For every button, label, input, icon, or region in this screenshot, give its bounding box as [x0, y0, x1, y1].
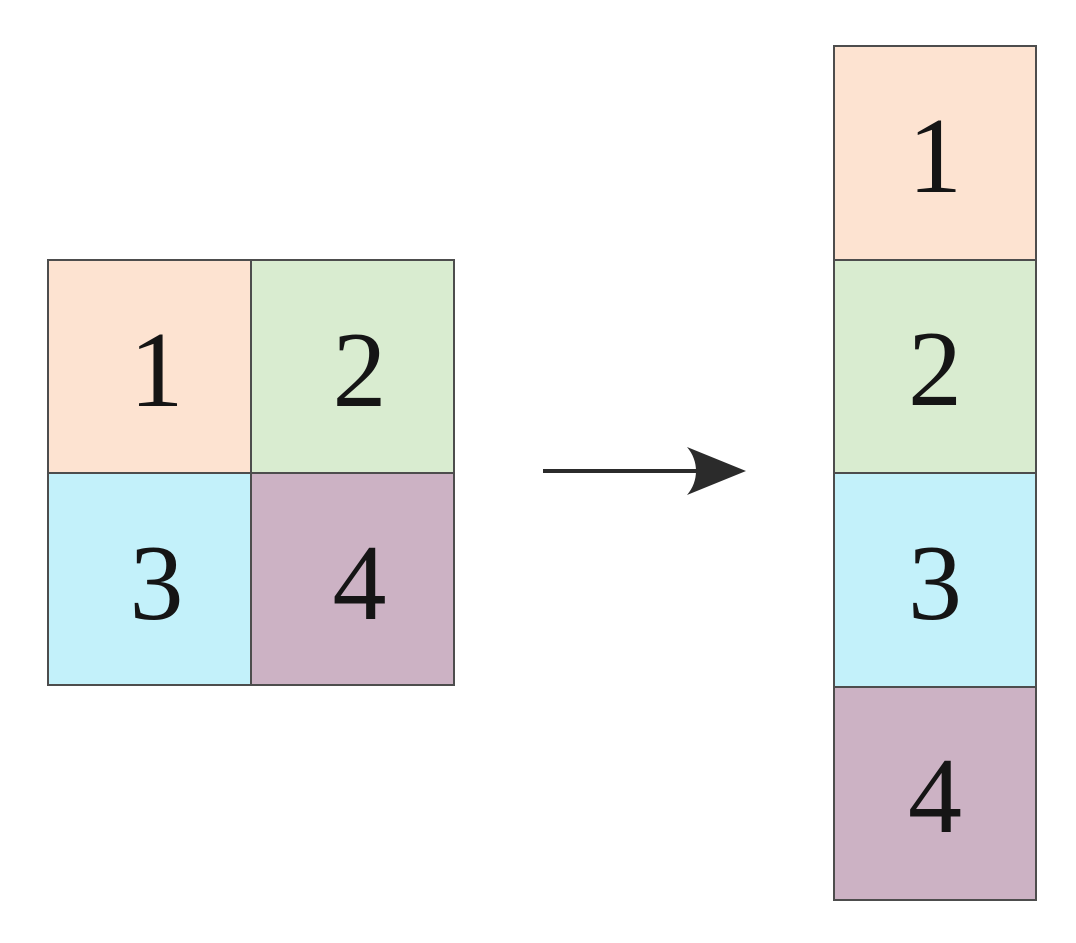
matrix-cell-2: 2 — [252, 261, 453, 472]
vector-cell-3: 3 — [835, 474, 1035, 686]
vector-4x1: 1 2 3 4 — [833, 45, 1037, 901]
matrix-2x2: 1 2 3 4 — [47, 259, 455, 686]
vector-cell-2: 2 — [835, 260, 1035, 472]
matrix-cell-1: 1 — [49, 261, 250, 472]
matrix-cell-3: 3 — [49, 473, 250, 684]
arrow-right-icon — [543, 447, 746, 495]
vector-cell-4: 4 — [835, 687, 1035, 899]
matrix-cell-4: 4 — [252, 473, 453, 684]
vector-cell-1: 1 — [835, 47, 1035, 259]
